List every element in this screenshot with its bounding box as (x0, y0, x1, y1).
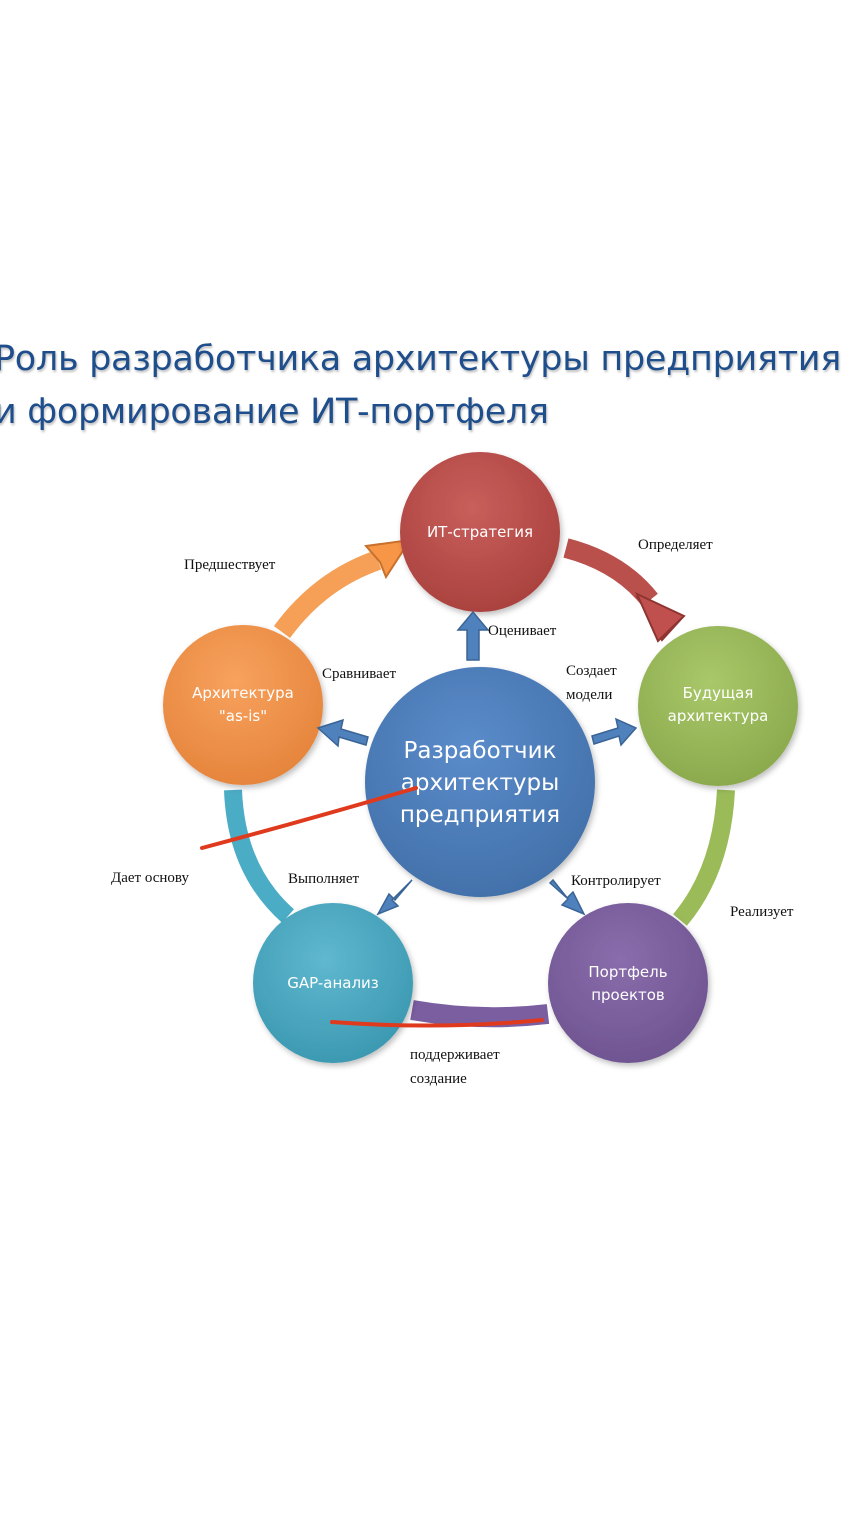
arrow-asis-to-strategy (273, 538, 413, 638)
node-asis-line-2: "as-is" (219, 707, 267, 725)
arrow-center-to-portfolio (548, 878, 586, 916)
node-future-line-2: архитектура (668, 707, 769, 725)
node-project-portfolio: Портфель проектов (548, 903, 708, 1063)
label-compares: Сравнивает (322, 666, 397, 682)
label-precedes: Предшествует (184, 557, 276, 573)
label-supports-line-2: создание (410, 1071, 467, 1087)
node-gap-label: GAP-анализ (287, 974, 379, 992)
label-evaluates: Оценивает (488, 623, 557, 639)
arrow-strategy-to-future (563, 538, 686, 643)
label-controls: Контролирует (571, 873, 661, 889)
node-gap-analysis: GAP-анализ (253, 903, 413, 1063)
label-defines: Определяет (638, 537, 713, 553)
label-performs: Выполняет (288, 871, 359, 887)
connector-future-to-portfolio (673, 789, 735, 926)
node-asis-architecture: Архитектура "as-is" (163, 625, 323, 785)
arrow-center-to-future (591, 717, 638, 747)
annotation-stroke-1 (200, 786, 418, 850)
arrow-center-to-strategy (456, 610, 490, 661)
node-asis-line-1: Архитектура (192, 684, 294, 702)
label-creates-line-2: модели (566, 687, 612, 703)
node-future-architecture: Будущая архитектура (638, 626, 798, 786)
node-strategy-label: ИТ-стратегия (427, 523, 533, 541)
arrow-center-to-asis (316, 718, 369, 748)
node-center-line-1: Разработчик (404, 738, 557, 764)
node-future-line-1: Будущая (683, 684, 754, 702)
page-title: Роль разработчика архитектуры предприяти… (0, 333, 863, 439)
node-portfolio-line-1: Портфель (588, 963, 667, 981)
node-center-architect: Разработчик архитектуры предприятия (365, 667, 595, 897)
node-center-line-3: предприятия (400, 802, 560, 828)
title-line-2: и формирование ИТ-портфеля (0, 392, 549, 432)
title-line-1: Роль разработчика архитектуры предприяти… (0, 339, 841, 379)
connector-portfolio-to-gap (410, 1000, 550, 1028)
arrow-center-to-gap (376, 879, 413, 916)
connector-gap-to-asis (224, 789, 295, 923)
annotation-stroke-2 (330, 1018, 544, 1028)
label-gives-basis: Дает основу (111, 870, 189, 886)
node-center-line-2: архитектуры (401, 770, 559, 796)
label-supports-line-1: поддерживает (410, 1047, 500, 1063)
label-implements: Реализует (730, 904, 794, 920)
node-portfolio-line-2: проектов (591, 986, 665, 1004)
label-creates-line-1: Создает (566, 663, 617, 679)
node-strategy: ИТ-стратегия (400, 452, 560, 612)
